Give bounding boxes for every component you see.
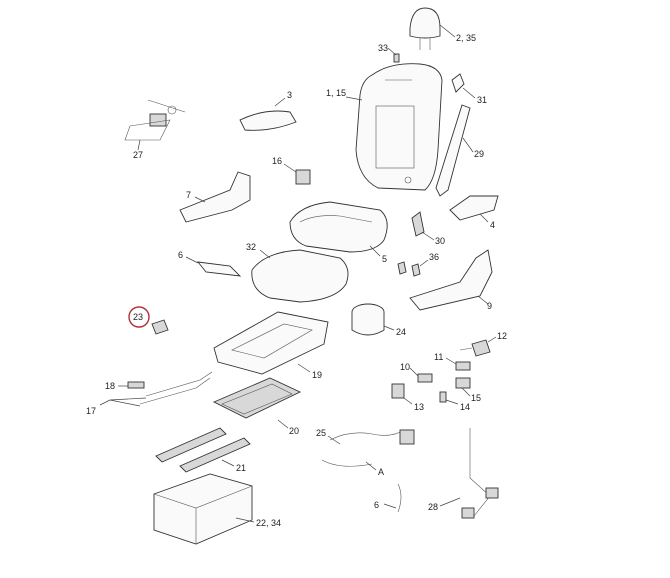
callout-33: 33	[378, 43, 388, 53]
callout-18: 18	[105, 381, 115, 391]
pin-part-18[interactable]	[127, 381, 145, 389]
clip-part-23[interactable]	[151, 319, 169, 335]
callout-2-35: 2, 35	[456, 33, 476, 43]
knob-part-15[interactable]	[455, 377, 471, 389]
seat-belt-part-29[interactable]	[435, 104, 471, 197]
callout-3: 3	[287, 90, 292, 100]
pad-part-32[interactable]	[251, 249, 349, 303]
callout-5: 5	[382, 254, 387, 264]
callout-1-15: 1, 15	[326, 88, 346, 98]
callout-13: 13	[414, 402, 424, 412]
callout-20: 20	[289, 426, 299, 436]
callout-19: 19	[312, 370, 322, 380]
bolt-part-33[interactable]	[393, 53, 400, 63]
callout-14: 14	[460, 402, 470, 412]
cable-part-6[interactable]	[397, 483, 402, 513]
connector-part-12[interactable]	[459, 339, 491, 357]
headrest-part[interactable]	[409, 7, 441, 50]
callout-24: 24	[396, 327, 406, 337]
callout-15: 15	[471, 393, 481, 403]
callout-22-34: 22, 34	[256, 518, 281, 528]
callout-30: 30	[435, 236, 445, 246]
harness-part-27[interactable]	[124, 99, 186, 141]
harness-part-25[interactable]	[321, 429, 415, 467]
pin-part-30[interactable]	[411, 211, 425, 237]
callout-23: 23	[133, 312, 143, 322]
seat-pan-part-19[interactable]	[213, 311, 329, 375]
callout-31: 31	[477, 95, 487, 105]
callout-29: 29	[474, 149, 484, 159]
trim-part-4[interactable]	[449, 195, 499, 221]
seat-back-frame-part[interactable]	[355, 63, 443, 191]
callout-36: 36	[429, 252, 439, 262]
callout-21: 21	[236, 463, 246, 473]
callout-25: 25	[316, 428, 326, 438]
connector-part-16[interactable]	[295, 169, 311, 185]
callout-11: 11	[434, 352, 443, 362]
bolt-part-14[interactable]	[439, 391, 447, 403]
callout-16: 16	[272, 156, 282, 166]
storage-box-part-22-34[interactable]	[153, 473, 253, 545]
callout-A: A	[378, 467, 384, 477]
harness-part-28[interactable]	[461, 428, 499, 519]
callout-32: 32	[246, 242, 256, 252]
callout-12: 12	[497, 331, 507, 341]
rails-part-21[interactable]	[155, 427, 251, 473]
motor-part-24[interactable]	[351, 303, 385, 336]
bracket-part-13[interactable]	[391, 383, 405, 399]
callout-6: 6	[178, 250, 183, 260]
recliner-part-7[interactable]	[179, 171, 251, 223]
callout-28: 28	[428, 502, 438, 512]
cushion-part-5[interactable]	[289, 201, 388, 253]
callout-17: 17	[86, 406, 96, 416]
highlight-ring-23	[128, 306, 150, 328]
clips-part-36[interactable]	[397, 261, 421, 277]
clip-part-31[interactable]	[451, 73, 465, 93]
callout-27: 27	[133, 150, 143, 160]
callout-10: 10	[400, 362, 410, 372]
callout-9: 9	[487, 301, 492, 311]
bracket-part-6[interactable]	[196, 261, 242, 277]
switch-part-11[interactable]	[455, 361, 471, 371]
callout-4: 4	[490, 220, 495, 230]
track-frame-part-20[interactable]	[212, 377, 302, 419]
callout-6-lower: 6	[374, 500, 379, 510]
callout-7: 7	[186, 190, 191, 200]
rod-part-17[interactable]	[139, 371, 213, 405]
switch-part-10[interactable]	[417, 373, 433, 383]
cover-part-3[interactable]	[239, 110, 297, 131]
side-shield-part-9[interactable]	[409, 249, 493, 311]
